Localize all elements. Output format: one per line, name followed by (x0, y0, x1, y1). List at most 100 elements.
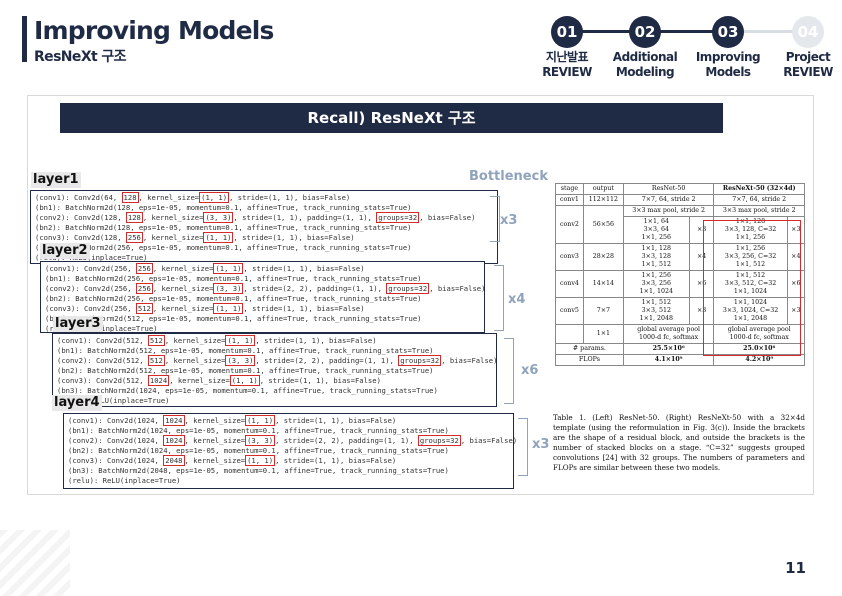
layer2-label: layer2 (40, 243, 90, 259)
table-cell: # params. (555, 343, 624, 355)
table-row-conv1: conv1 112×112 7×7, 64, stride 2 7×7, 64,… (555, 194, 805, 206)
resnext-highlight-box (703, 220, 801, 356)
table-row-flops: FLOPs 4.1×10⁹ 4.2×10⁹ (555, 354, 805, 366)
highlight-token: 512 (135, 303, 153, 314)
layer3-bracket (504, 338, 514, 404)
table-cell: 1×1 (582, 324, 624, 344)
layer4-label: layer4 (52, 395, 102, 411)
code-line: (relu): ReLU(inplace=True) (57, 396, 170, 405)
table-cell: 3×3 max pool, stride 2 (622, 205, 715, 217)
bottleneck-label: Bottleneck (469, 169, 548, 184)
highlight-token: 256 (135, 263, 153, 274)
highlight-token: (3, 3) (213, 283, 244, 294)
layer3-multiplier: x6 (521, 363, 539, 378)
table-cell: 7×7, 64, stride 2 (622, 194, 715, 206)
code-lines: (conv1): Conv2d(1024, 1024, kernel_size=… (68, 415, 518, 486)
code-line: (conv2): Conv2d(512, 512, kernel_size=(3… (57, 355, 498, 366)
page-title: Improving Models (34, 16, 274, 45)
code-line: (conv1): Conv2d(512, 512, kernel_size=(1… (57, 335, 377, 346)
code-line: (bn2): BatchNorm2d(256, eps=1e-05, momen… (45, 294, 422, 303)
table-cell: 7×7, 64, stride 2 (713, 194, 805, 206)
highlight-token: 1024 (147, 375, 170, 386)
layer2-multiplier: x4 (508, 292, 526, 307)
table-cell: ×6 (688, 270, 715, 298)
highlight-token: groups=32 (386, 283, 430, 294)
code-line: (conv2): Conv2d(1024, 1024, kernel_size=… (68, 435, 518, 446)
table-cell: conv4 (555, 270, 584, 298)
header-resnext: ResNeXt-50 (32×4d) (713, 183, 805, 195)
header-stage: stage (555, 183, 584, 195)
layer1-bracket (490, 196, 500, 242)
code-line: (bn3): BatchNorm2d(256, eps=1e-05, momen… (35, 243, 412, 252)
highlight-token: 256 (135, 283, 153, 294)
step-number: 01 (551, 16, 583, 48)
code-line: (conv3): Conv2d(1024, 2048, kernel_size=… (68, 455, 397, 466)
code-line: (relu): ReLU(inplace=True) (35, 253, 148, 262)
header-accent-bar (22, 16, 27, 62)
layer4-code-box: (conv1): Conv2d(1024, 1024, kernel_size=… (63, 413, 518, 489)
footer-decoration (0, 530, 70, 596)
code-lines: (conv1): Conv2d(64, 128, kernel_size=(1,… (35, 192, 493, 263)
highlight-token: (1, 1) (199, 192, 230, 203)
table-cell: 112×112 (582, 194, 624, 206)
table-header-row: stage output ResNet-50 ResNeXt-50 (32×4d… (555, 183, 805, 195)
table-row-conv2: conv2 56×56 3×3 max pool, stride 2 3×3 m… (555, 205, 805, 244)
layer3-label: layer3 (53, 316, 103, 332)
header-resnet: ResNet-50 (622, 183, 715, 195)
code-line: (bn3): BatchNorm2d(512, eps=1e-05, momen… (45, 314, 422, 323)
header-output: output (582, 183, 624, 195)
layer4-bracket (518, 418, 528, 476)
highlight-token: groups=32 (417, 435, 461, 446)
highlight-token: (1, 1) (245, 415, 276, 426)
highlight-token: (3, 3) (245, 435, 276, 446)
progress-line (567, 30, 807, 33)
code-line: (bn3): BatchNorm2d(2048, eps=1e-05, mome… (68, 466, 449, 475)
code-line: (bn1): BatchNorm2d(512, eps=1e-05, momen… (57, 346, 434, 355)
table-caption: Table 1. (Left) ResNet-50. (Right) ResNe… (553, 413, 805, 472)
progress-line-inactive (730, 30, 810, 33)
table-row-params: # params. 25.5×10⁶ 25.0×10⁶ (555, 343, 805, 355)
layer1-code-box: (conv1): Conv2d(64, 128, kernel_size=(1,… (30, 190, 498, 264)
code-line: (bn3): BatchNorm2d(1024, eps=1e-05, mome… (57, 386, 438, 395)
step-number: 04 (792, 16, 824, 48)
code-line: (conv3): Conv2d(512, 1024, kernel_size=(… (57, 375, 381, 386)
highlight-token: groups=32 (398, 355, 442, 366)
code-line: (bn2): BatchNorm2d(512, eps=1e-05, momen… (57, 366, 434, 375)
highlight-token: (1, 1) (213, 303, 244, 314)
code-line: (bn1): BatchNorm2d(256, eps=1e-05, momen… (45, 274, 422, 283)
table-cell: conv3 (555, 243, 584, 271)
code-line: (bn1): BatchNorm2d(1024, eps=1e-05, mome… (68, 426, 449, 435)
code-line: (bn2): BatchNorm2d(1024, eps=1e-05, mome… (68, 446, 449, 455)
table-cell: FLOPs (555, 354, 624, 366)
code-line: (conv2): Conv2d(256, 256, kernel_size=(3… (45, 283, 486, 294)
layer1-multiplier: x3 (500, 213, 518, 228)
table-cell: 3×3 max pool, stride 2 (713, 205, 805, 217)
table-cell: conv5 (555, 297, 584, 325)
highlight-token: groups=32 (376, 212, 420, 223)
code-line: (relu): ReLU(inplace=True) (68, 476, 181, 485)
table-cell: conv1 (555, 194, 584, 206)
highlight-token: 1024 (163, 435, 185, 446)
code-lines: (conv1): Conv2d(512, 512, kernel_size=(1… (57, 335, 498, 406)
layer2-bracket (494, 265, 504, 331)
code-line: (conv1): Conv2d(256, 256, kernel_size=(1… (45, 263, 365, 274)
highlight-token: 128 (121, 192, 139, 203)
highlight-token: (1, 1) (213, 263, 244, 274)
table-cell: 4.2×10⁹ (713, 354, 805, 366)
highlight-token: 128 (125, 212, 143, 223)
